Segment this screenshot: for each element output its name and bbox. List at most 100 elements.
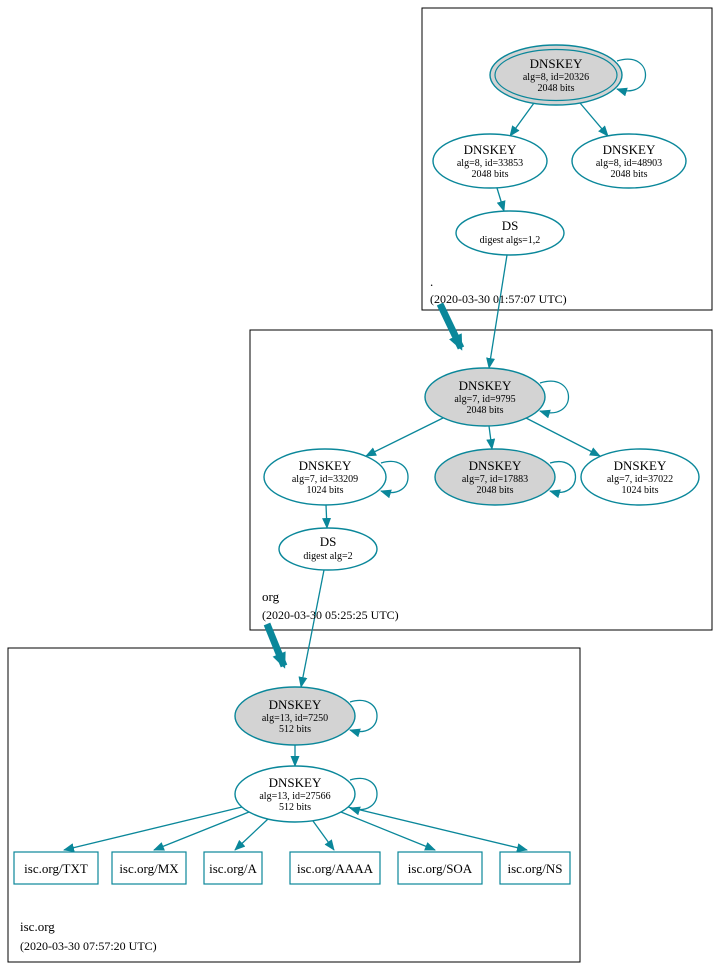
node-type-label: DNSKEY [459, 378, 512, 393]
self-loop-root-ksk [616, 58, 647, 97]
edge-org-ds-to-isc-ksk [298, 569, 325, 688]
edge-org-key-to-ds [322, 504, 332, 529]
node-detail-label: alg=8, id=20326 [523, 72, 589, 83]
self-loop-org-ksk [539, 380, 570, 419]
node-type-label: DNSKEY [464, 142, 517, 157]
dnskey-ellipse[interactable] [571, 133, 687, 189]
node-type-label: DNSKEY [299, 458, 352, 473]
rrset-label: isc.org/MX [119, 861, 179, 876]
node-detail-label: alg=13, id=7250 [262, 713, 328, 724]
node-type-label: DS [502, 218, 519, 233]
node-detail-label: alg=7, id=9795 [454, 394, 515, 405]
node-type-label: DS [320, 534, 337, 549]
ds-ellipse[interactable] [278, 527, 378, 571]
dnskey-ellipse[interactable] [263, 448, 387, 506]
node-org-key-37022[interactable]: DNSKEY alg=7, id=37022 1024 bits [580, 448, 700, 506]
rrset-rect[interactable] [13, 851, 99, 885]
node-rrset-mx[interactable]: isc.org/MX [111, 851, 187, 885]
node-root-zsk-33853[interactable]: DNSKEY alg=8, id=33853 2048 bits [432, 133, 548, 189]
node-detail-label: alg=13, id=27566 [259, 791, 330, 802]
node-org-ds[interactable]: DS digest alg=2 [278, 527, 378, 571]
node-rrset-a[interactable]: isc.org/A [203, 851, 263, 885]
dnskey-ellipse[interactable] [234, 765, 356, 823]
zone-timestamp-isc: (2020-03-30 07:57:20 UTC) [20, 939, 157, 953]
edge-isc-zsk-to-a [234, 818, 269, 851]
edge-root-ksk-to-zsk-48903 [579, 102, 609, 137]
edge-root-zsk-to-ds [496, 187, 506, 212]
node-detail-label: digest alg=2 [303, 551, 352, 562]
rrset-label: isc.org/SOA [408, 861, 473, 876]
node-detail-label: digest algs=1,2 [480, 235, 541, 246]
zone-label-isc: isc.org [20, 919, 55, 934]
zone-label-root: . [430, 274, 433, 289]
rrset-label: isc.org/AAAA [297, 861, 374, 876]
rrset-rect[interactable] [289, 851, 381, 885]
rrset-rect[interactable] [111, 851, 187, 885]
node-bits-label: 1024 bits [307, 485, 344, 496]
node-rrset-ns[interactable]: isc.org/NS [499, 851, 571, 885]
rrset-rect[interactable] [499, 851, 571, 885]
node-rrset-soa[interactable]: isc.org/SOA [397, 851, 483, 885]
node-isc-zsk-27566[interactable]: DNSKEY alg=13, id=27566 512 bits [234, 765, 356, 823]
edge-isc-zsk-to-soa [340, 811, 436, 851]
node-type-label: DNSKEY [603, 142, 656, 157]
node-org-ksk-9795[interactable]: DNSKEY alg=7, id=9795 2048 bits [424, 367, 546, 427]
edge-org-ksk-to-key-17883 [486, 425, 496, 450]
node-type-label: DNSKEY [469, 458, 522, 473]
node-org-key-17883[interactable]: DNSKEY alg=7, id=17883 2048 bits [434, 448, 556, 506]
node-detail-label: alg=7, id=17883 [462, 474, 528, 485]
rrset-rect[interactable] [203, 851, 263, 885]
node-rrset-aaaa[interactable]: isc.org/AAAA [289, 851, 381, 885]
node-detail-label: alg=8, id=33853 [457, 158, 523, 169]
edge-root-ds-to-org-ksk [486, 254, 508, 369]
node-bits-label: 2048 bits [472, 169, 509, 180]
edges [63, 58, 647, 853]
node-type-label: DNSKEY [269, 775, 322, 790]
node-detail-label: alg=7, id=33209 [292, 474, 358, 485]
node-detail-label: alg=7, id=37022 [607, 474, 673, 485]
node-rrset-txt[interactable]: isc.org/TXT [13, 851, 99, 885]
edge-org-ksk-to-key-33209 [365, 417, 444, 457]
dnskey-sep-ellipse[interactable] [234, 686, 356, 746]
rrset-label: isc.org/NS [507, 861, 562, 876]
edge-isc-zsk-to-ns [347, 806, 528, 853]
node-bits-label: 2048 bits [611, 169, 648, 180]
rrset-label: isc.org/TXT [24, 861, 88, 876]
node-type-label: DNSKEY [614, 458, 667, 473]
zone-timestamp-org: (2020-03-30 05:25:25 UTC) [262, 608, 399, 622]
node-root-zsk-48903[interactable]: DNSKEY alg=8, id=48903 2048 bits [571, 133, 687, 189]
ds-ellipse[interactable] [455, 210, 565, 256]
dnskey-ellipse[interactable] [432, 133, 548, 189]
self-loop-isc-ksk [349, 699, 378, 738]
node-detail-label: alg=8, id=48903 [596, 158, 662, 169]
edge-root-zone-to-org-zone [436, 302, 465, 351]
zone-timestamp-root: (2020-03-30 01:57:07 UTC) [430, 292, 567, 306]
node-bits-label: 2048 bits [538, 83, 575, 94]
edge-isc-zsk-to-aaaa [312, 820, 335, 851]
node-bits-label: 512 bits [279, 724, 311, 735]
self-loop-org-key-17883 [549, 460, 576, 499]
rrset-rect[interactable] [397, 851, 483, 885]
edge-org-zone-to-isc-zone [263, 622, 288, 669]
rrset-label: isc.org/A [209, 861, 257, 876]
dnskey-sep-inner-ellipse [494, 48, 618, 102]
dnskey-sep-ellipse[interactable] [434, 448, 556, 506]
node-isc-ksk-7250[interactable]: DNSKEY alg=13, id=7250 512 bits [234, 686, 356, 746]
edge-org-ksk-to-key-37022 [525, 417, 601, 457]
edge-root-ksk-to-zsk-33853 [509, 102, 535, 137]
zone-label-org: org [262, 589, 280, 604]
node-bits-label: 2048 bits [477, 485, 514, 496]
dnskey-sep-ellipse[interactable] [489, 44, 623, 106]
edge-isc-zsk-to-mx [153, 811, 250, 851]
node-root-ksk-20326[interactable]: DNSKEY alg=8, id=20326 2048 bits [489, 44, 623, 106]
node-org-key-33209[interactable]: DNSKEY alg=7, id=33209 1024 bits [263, 448, 387, 506]
edge-isc-zsk-to-txt [63, 806, 243, 853]
node-type-label: DNSKEY [269, 697, 322, 712]
dnskey-sep-ellipse[interactable] [424, 367, 546, 427]
node-root-ds[interactable]: DS digest algs=1,2 [455, 210, 565, 256]
node-bits-label: 2048 bits [467, 405, 504, 416]
node-bits-label: 1024 bits [622, 485, 659, 496]
dnskey-ellipse[interactable] [580, 448, 700, 506]
